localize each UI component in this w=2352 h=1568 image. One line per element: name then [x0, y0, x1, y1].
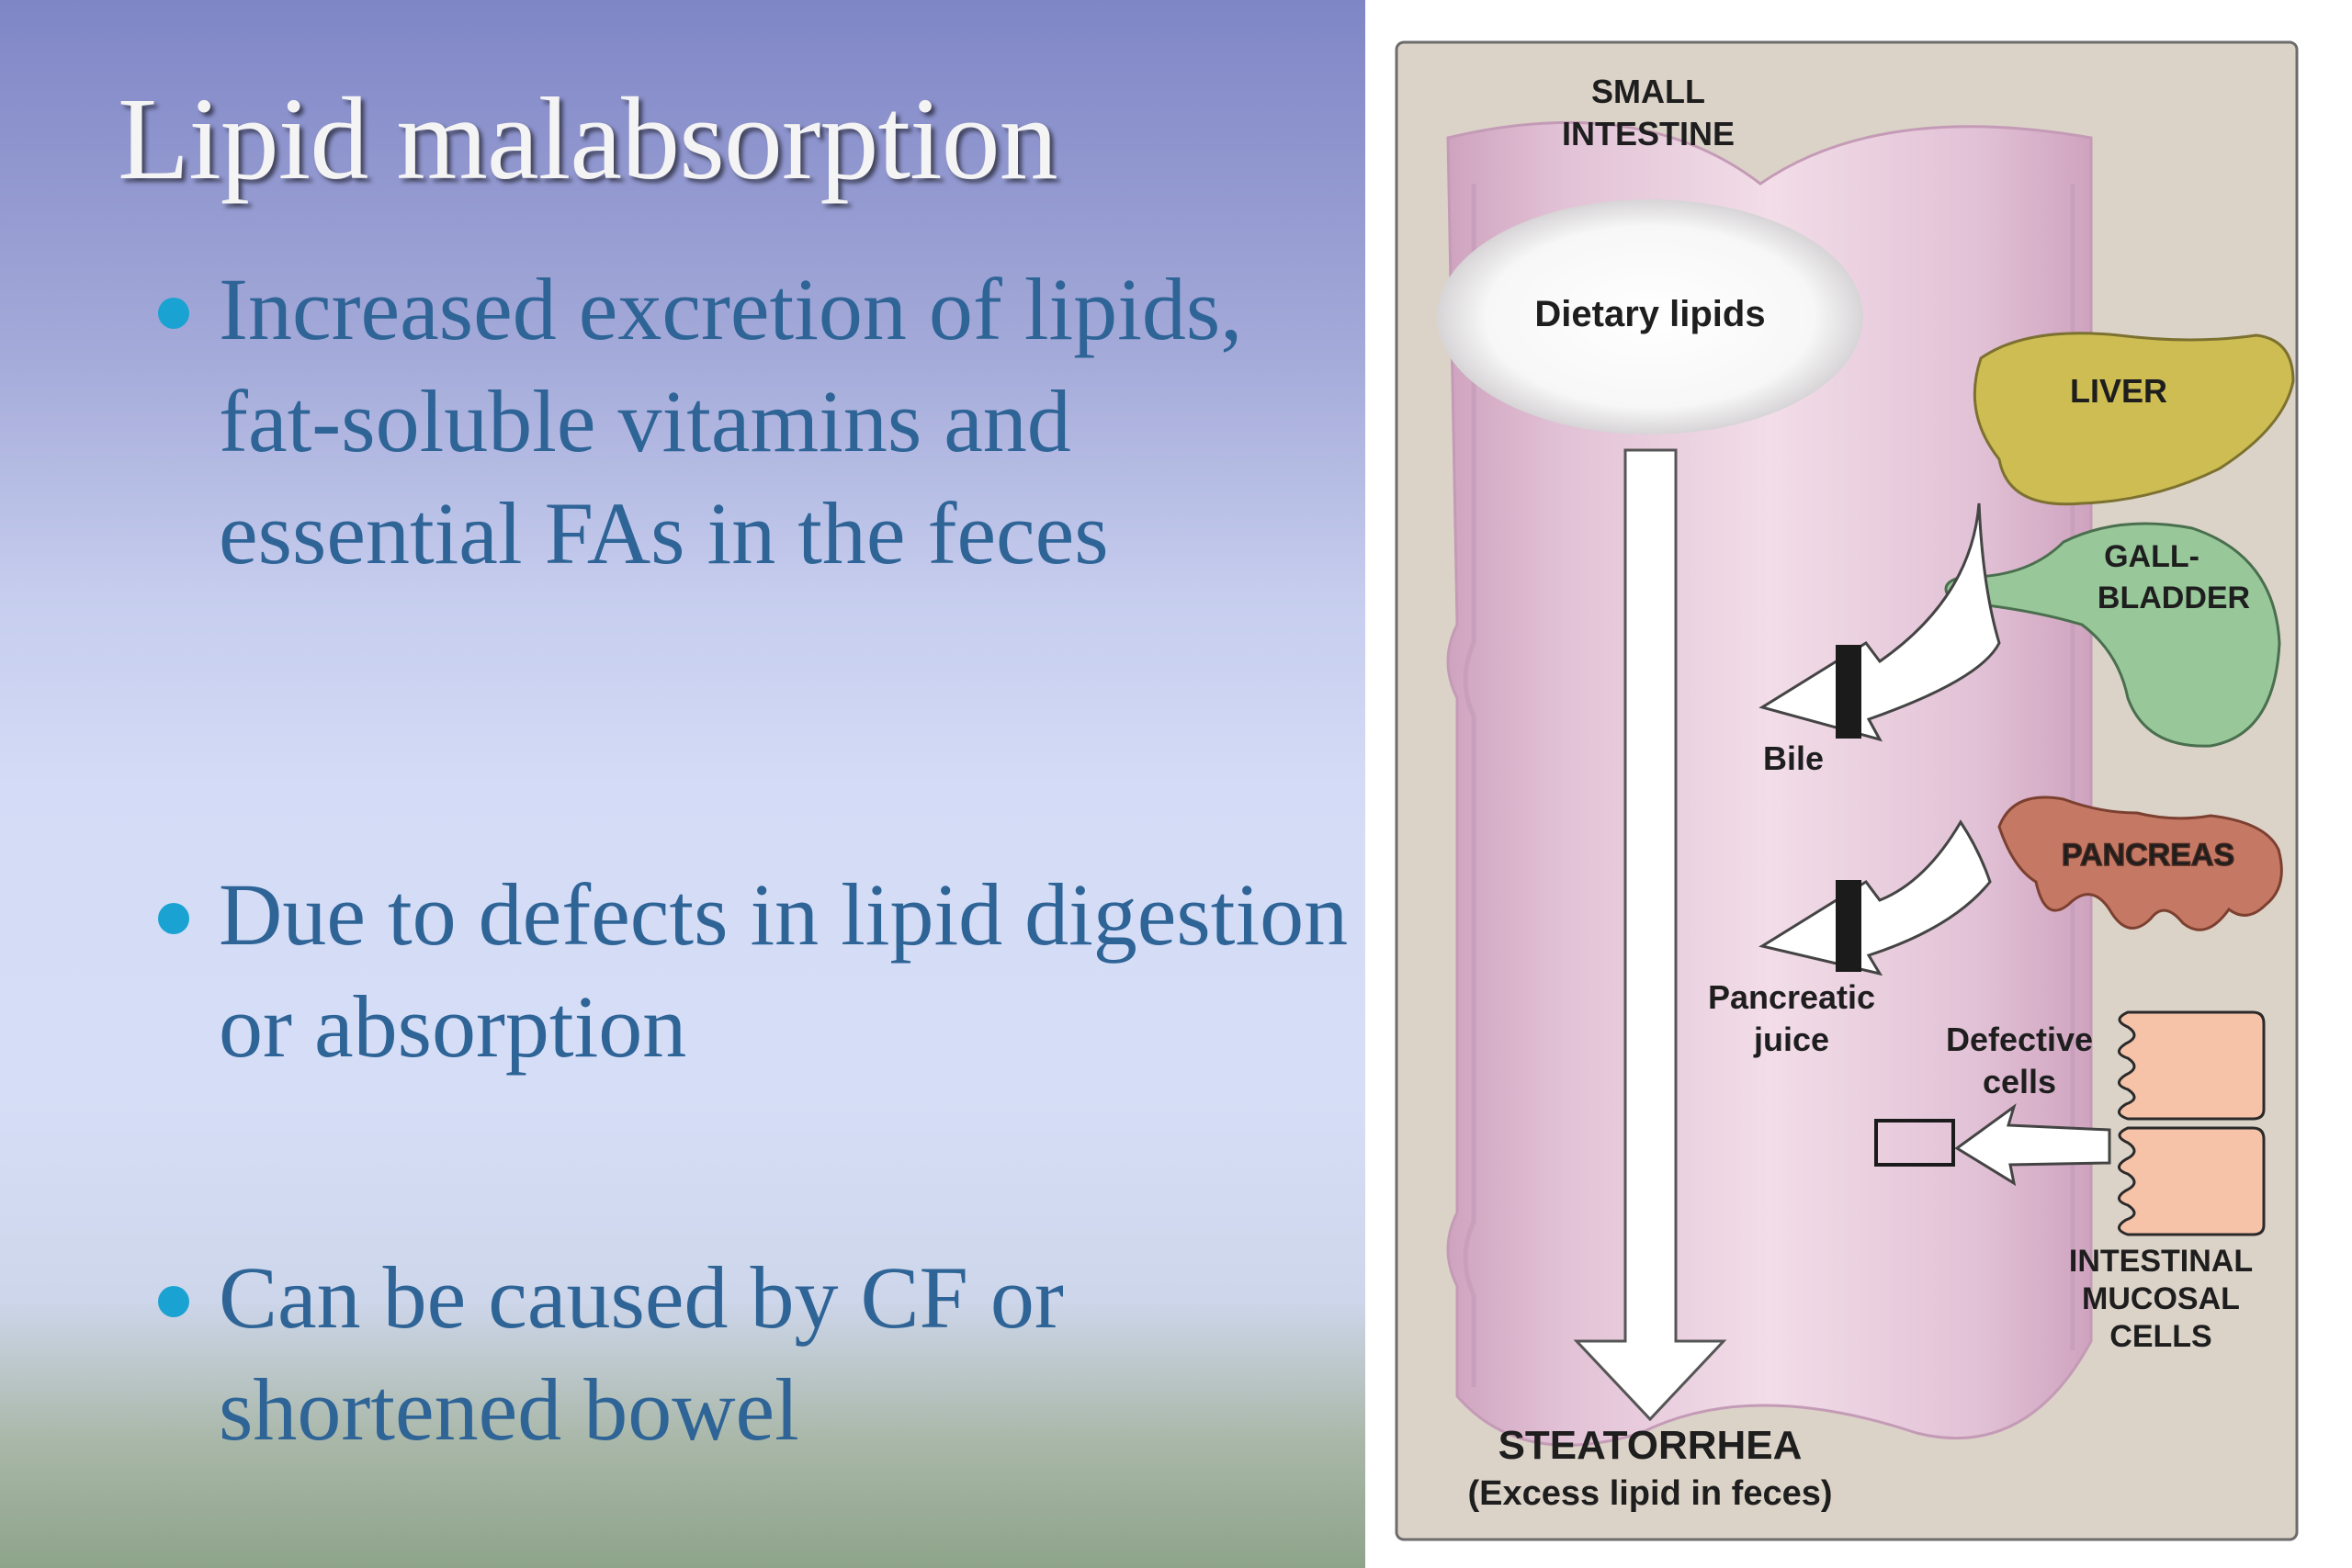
small-intestine-label-line2: INTESTINE: [1562, 115, 1735, 152]
pancreatic-juice-block-bar: [1836, 880, 1861, 972]
pancreatic-juice-label-line1: Pancreatic: [1708, 978, 1875, 1016]
liver-shape: [1973, 332, 2295, 506]
mucosal-cell-upper: [2118, 1010, 2266, 1121]
liver-label: LIVER: [2070, 372, 2167, 410]
pancreas-label: PANCREAS: [2062, 838, 2234, 873]
mucosal-cells-label-line1: INTESTINAL: [2069, 1244, 2253, 1279]
figure-panel: SMALL INTESTINE Dietary lipids LIVER GAL…: [1365, 0, 2352, 1568]
bullet-text: Due to defects in lipid digestion or abs…: [219, 865, 1349, 1076]
gallbladder-label-line2: BLADDER: [2098, 581, 2250, 615]
slide-background: Lipid malabsorption Increased excretion …: [0, 0, 1365, 1568]
pancreatic-juice-label-line2: juice: [1753, 1021, 1829, 1058]
bullet-text: Increased excretion of lipids, fat-solub…: [219, 260, 1243, 582]
small-intestine-label-line1: SMALL: [1591, 73, 1705, 110]
steatorrhea-note: (Excess lipid in feces): [1467, 1474, 1832, 1513]
mucosal-cells-label-line2: MUCOSAL: [2082, 1281, 2240, 1316]
gallbladder-shape: [1944, 522, 2281, 748]
pancreas-shape: [1997, 795, 2283, 931]
mucosal-cells-label-line3: CELLS: [2109, 1319, 2211, 1354]
bile-block-bar: [1836, 645, 1861, 739]
slide-title: Lipid malabsorption: [118, 73, 1058, 204]
bullet-dot-icon: [158, 298, 189, 329]
bullet-dot-icon: [158, 1286, 189, 1317]
small-intestine-shape: [1446, 120, 2093, 1447]
dietary-lipids-label: Dietary lipids: [1534, 294, 1765, 334]
lipid-malabsorption-diagram: SMALL INTESTINE Dietary lipids LIVER GAL…: [1395, 40, 2299, 1541]
steatorrhea-label: STEATORRHEA: [1498, 1423, 1803, 1468]
main-flow-arrow-icon: [1573, 448, 1727, 1422]
dietary-lipids-blob: [1437, 199, 1863, 434]
pancreatic-juice-arrow-icon: [1758, 819, 1992, 976]
bile-label: Bile: [1763, 739, 1824, 777]
gallbladder-label-line1: GALL-: [2104, 539, 2199, 574]
defective-cells-label-line2: cells: [1983, 1063, 2056, 1100]
intestine-fold-left: [1463, 184, 1476, 1387]
defective-cells-label-line1: Defective: [1946, 1021, 2093, 1058]
bile-arrow-icon: [1758, 502, 2001, 742]
bullet-dot-icon: [158, 903, 189, 934]
defective-cells-arrow-icon: [1954, 1103, 2111, 1187]
defective-cells-block-box: [1874, 1119, 1955, 1167]
bullet-text: Can be caused by CF or shortened bowel: [219, 1248, 1064, 1459]
mucosal-cell-lower: [2118, 1126, 2266, 1236]
